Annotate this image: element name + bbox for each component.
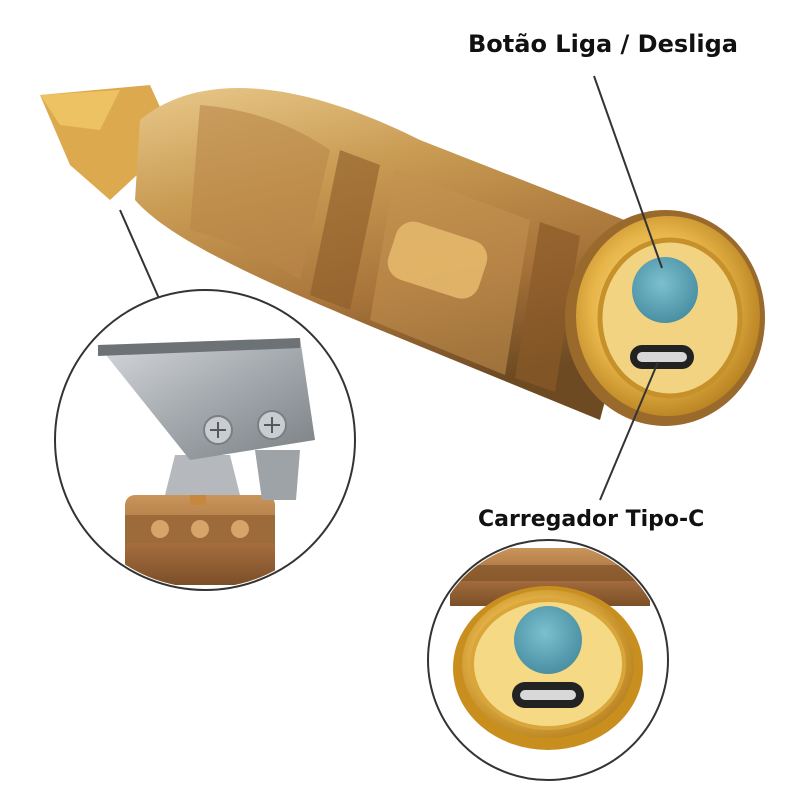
charger-label: Carregador Tipo-C [478,507,705,532]
blade-callout-line [119,209,166,313]
power-button-label: Botão Liga / Desliga [468,30,738,58]
power-button-icon [632,257,698,323]
charger-callout-line [599,361,659,501]
power-callout-line [593,75,663,269]
charger-detail-inset [427,539,669,781]
blade-detail-inset [54,289,356,591]
